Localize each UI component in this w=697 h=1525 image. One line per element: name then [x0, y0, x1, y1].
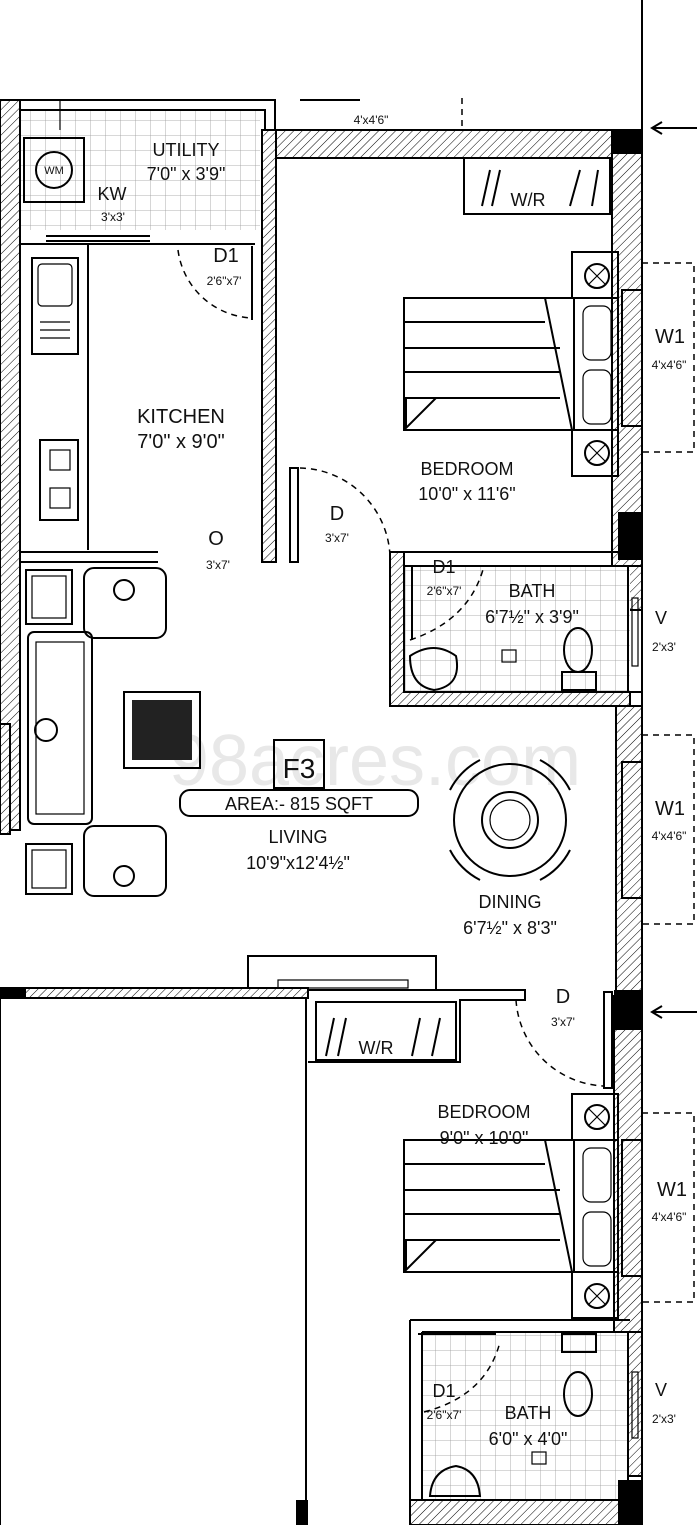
window-2-label: W1: [655, 798, 685, 820]
bath-2-size: 6'0" x 4'0": [489, 1429, 568, 1449]
bath-1: D1 2'6"x7' BATH 6'7½" x 3'9" V 2'x3': [389, 551, 676, 707]
wardrobe-1-label: W/R: [511, 190, 546, 210]
window-1-size: 4'x4'6": [652, 358, 687, 372]
opening-o-label: O: [208, 528, 224, 550]
dining: DINING 6'7½" x 8'3" W1 4'x4'6": [449, 705, 695, 997]
kitchen-door-label: D1: [213, 245, 239, 267]
window-3-size: 4'x4'6": [652, 1210, 687, 1224]
bedroom-2-size: 9'0" x 10'0": [440, 1128, 529, 1148]
vent-2-size: 2'x3': [652, 1412, 676, 1426]
kw-label: KW: [98, 184, 127, 204]
bath-2-door-size: 2'6"x7': [427, 1408, 462, 1422]
bath-1-size: 6'7½" x 3'9": [485, 607, 579, 627]
window-3-label: W1: [657, 1179, 687, 1201]
kw-size: 3'x3': [101, 210, 125, 224]
living: F3 AREA:- 815 SQFT LIVING 10'9"x12'4½": [0, 551, 419, 897]
utility-size: 7'0" x 3'9": [147, 164, 226, 184]
vent-1-label: V: [655, 608, 667, 628]
bedroom-2-door-size: 3'x7': [551, 1015, 575, 1029]
bath-1-door-label: D1: [432, 557, 455, 577]
utility-name: UTILITY: [152, 140, 219, 160]
wardrobe-2-label: W/R: [359, 1038, 394, 1058]
bedroom-1: W/R BEDROOM 10'0" x 11'6" D 3'x7': [261, 129, 643, 611]
dining-name: DINING: [479, 892, 542, 912]
living-name: LIVING: [268, 827, 327, 847]
bath-1-door-size: 2'6"x7': [427, 584, 462, 598]
kitchen-door-size: 2'6"x7': [207, 274, 242, 288]
bedroom-2-name: BEDROOM: [437, 1102, 530, 1122]
kitchen-size: 7'0" x 9'0": [137, 431, 224, 453]
window-w1-1: W1 4'x4'6": [621, 262, 695, 453]
bedroom-1-size: 10'0" x 11'6": [418, 484, 515, 504]
bath-1-name: BATH: [509, 581, 556, 601]
bedroom-2-door-label: D: [556, 986, 570, 1008]
bath-2-name: BATH: [505, 1403, 552, 1423]
kitchen: KITCHEN 7'0" x 9'0" O 3'x7' D1 2'6"x7': [20, 243, 255, 572]
window-1-label: W1: [655, 326, 685, 348]
bedroom-1-name: BEDROOM: [420, 459, 513, 479]
living-size: 10'9"x12'4½": [246, 853, 350, 873]
top-window-size: 4'x4'6": [354, 113, 389, 127]
watermark: 98acres.com: [169, 721, 581, 801]
bedroom-1-door-label: D: [330, 503, 344, 525]
bedroom-1-door-size: 3'x7': [325, 531, 349, 545]
bath-2: D1 2'6"x7' BATH 6'0" x 4'0" V 2'x3': [409, 1319, 676, 1525]
opening-o-size: 3'x7': [206, 558, 230, 572]
unit-tag: F3: [283, 753, 316, 784]
bath-2-door-label: D1: [432, 1381, 455, 1401]
dining-size: 6'7½" x 8'3": [463, 918, 557, 938]
kitchen-name: KITCHEN: [137, 406, 225, 428]
vent-1-size: 2'x3': [652, 640, 676, 654]
vent-2-label: V: [655, 1380, 667, 1400]
wm-label: WM: [44, 165, 64, 177]
area-label: AREA:- 815 SQFT: [225, 794, 373, 814]
window-2-size: 4'x4'6": [652, 829, 687, 843]
utility-area: WM UTILITY 7'0" x 3'9" KW 3'x3': [0, 99, 276, 831]
